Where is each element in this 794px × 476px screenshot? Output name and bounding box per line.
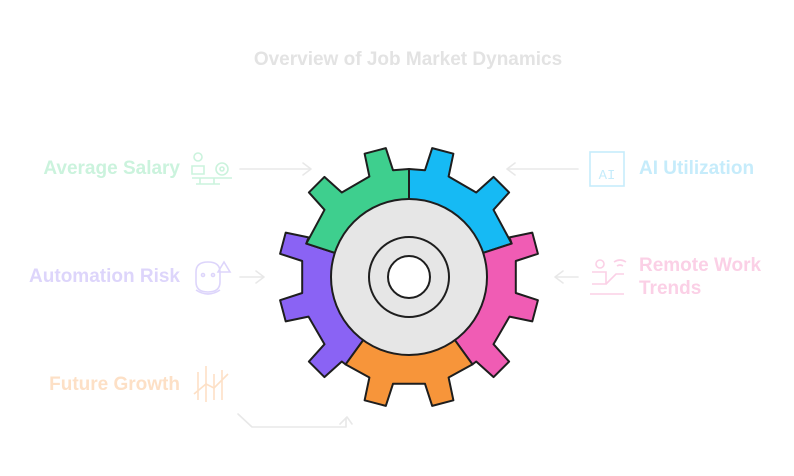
robot-risk-icon [195, 260, 232, 295]
remote-worker-icon [590, 259, 627, 295]
ai-chip-icon: AI [589, 151, 625, 187]
label-average-salary: Average Salary [43, 158, 180, 179]
arrow-average-salary [239, 162, 312, 176]
label-ai-utilization: AI Utilization [639, 158, 755, 179]
arrow-remote-work [554, 270, 579, 284]
arrow-automation-risk [239, 270, 265, 284]
label-future-growth: Future Growth [49, 374, 180, 395]
arrow-ai-utilization [506, 162, 579, 176]
arrow-future-growth [237, 413, 353, 428]
label-remote-work-trends: Remote Work Trends [639, 255, 762, 299]
money-stack-icon [191, 152, 232, 185]
diagram-title: Overview of Job Market Dynamics [253, 49, 563, 70]
gear-axle-hole [387, 255, 431, 299]
growth-chart-icon [193, 366, 229, 402]
label-automation-risk: Automation Risk [29, 266, 180, 287]
svg-text:AI: AI [599, 168, 616, 184]
